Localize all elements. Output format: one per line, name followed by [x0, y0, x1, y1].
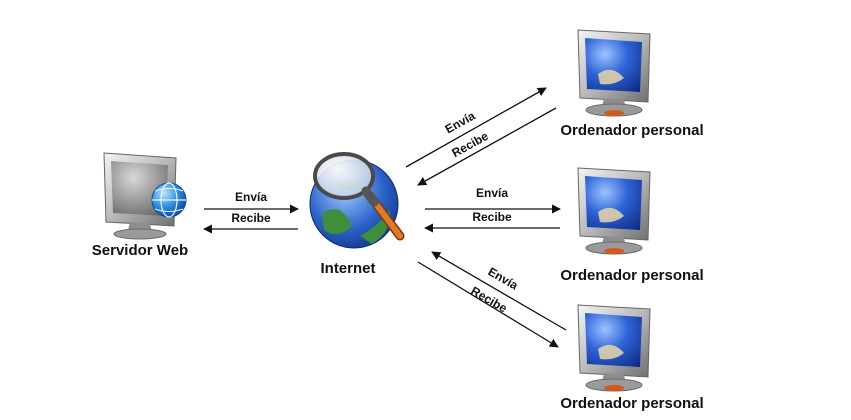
personal-computer-icon [577, 304, 651, 392]
web-server-computer-icon [103, 152, 187, 240]
pc-3-label: Ordenador personal [560, 395, 703, 412]
pc-2-label: Ordenador personal [560, 267, 703, 284]
send-arrow-pc3-internet [431, 251, 567, 331]
receive-arrow-internet-pc3 [417, 261, 559, 348]
pc-1-label: Ordenador personal [560, 122, 703, 139]
send-label-internet-pc2: Envía [476, 186, 508, 200]
personal-computer-icon [577, 29, 651, 117]
receive-label-internet-pc3: Recibe [468, 284, 509, 316]
receive-arrow-pc1-internet [417, 107, 557, 186]
receive-label-server-internet: Recibe [231, 211, 271, 225]
send-label-internet-pc1: Envía [443, 108, 478, 136]
globe-magnifier-icon [309, 152, 405, 249]
server-label: Servidor Web [92, 242, 188, 259]
personal-computer-icon [577, 167, 651, 255]
internet-label: Internet [320, 260, 375, 277]
receive-label-internet-pc2: Recibe [472, 210, 512, 224]
globe-icon [151, 182, 187, 218]
send-label-internet-pc3: Envía [486, 264, 521, 292]
send-label-server-internet: Envía [235, 190, 267, 204]
send-arrow-internet-pc1 [405, 87, 547, 168]
